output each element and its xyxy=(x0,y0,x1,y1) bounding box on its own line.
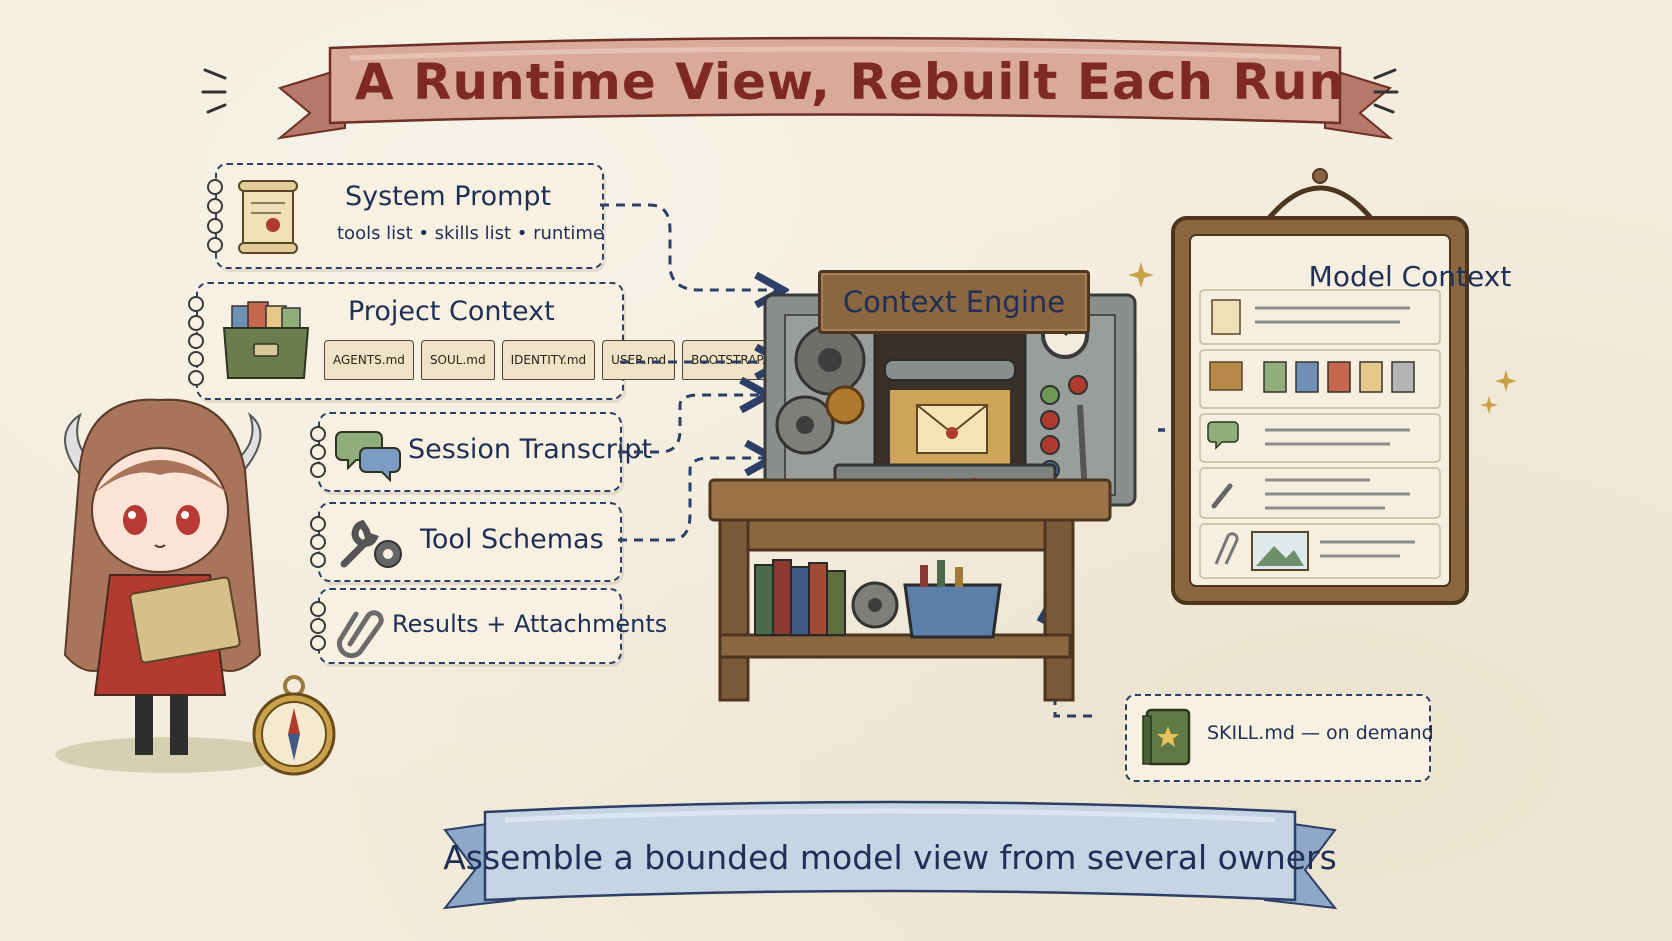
system-prompt-title: System Prompt xyxy=(345,181,552,212)
sparkle-star-icon xyxy=(1128,262,1154,288)
project-context-title: Project Context xyxy=(348,296,555,327)
character-illustration xyxy=(55,398,285,773)
results-attachments-title: Results + Attachments xyxy=(392,610,668,638)
file-tab[interactable]: USER.md xyxy=(602,340,676,380)
skill-card[interactable]: SKILL.md — on demand xyxy=(1125,694,1434,782)
scroll-icon xyxy=(238,180,298,254)
page-title: A Runtime View, Rebuilt Each Run xyxy=(354,53,1346,111)
file-tab[interactable]: SOUL.md xyxy=(420,340,495,380)
spiral-rings xyxy=(310,424,326,480)
chat-bubbles-icon xyxy=(335,431,401,483)
wrench-gear-icon xyxy=(340,519,402,568)
session-transcript-title: Session Transcript xyxy=(408,434,653,465)
spiral-rings xyxy=(207,175,223,257)
tool-schemas-card[interactable]: Tool Schemas xyxy=(310,502,622,582)
title-banner xyxy=(276,36,1394,140)
spiral-rings xyxy=(188,294,204,388)
system-prompt-card[interactable]: System Prompt tools list • skills list •… xyxy=(207,163,604,269)
board-icon xyxy=(1171,168,1469,605)
file-box-icon xyxy=(222,301,310,379)
sparkle-star-icon xyxy=(1495,370,1517,392)
skill-label: SKILL.md — on demand xyxy=(1207,722,1434,744)
model-context-title: Model Context xyxy=(1308,260,1512,293)
spiral-rings xyxy=(310,514,326,570)
context-engine-sign: Context Engine xyxy=(818,270,1090,334)
paperclip-icon xyxy=(336,610,384,659)
footer-banner xyxy=(442,800,1338,910)
results-attachments-card[interactable]: Results + Attachments xyxy=(310,588,667,664)
compass-icon xyxy=(252,675,336,776)
footer-caption: Assemble a bounded model view from sever… xyxy=(443,837,1337,877)
file-tab[interactable]: AGENTS.md xyxy=(324,340,414,380)
file-tab[interactable]: IDENTITY.md xyxy=(501,340,596,380)
sparkle-star-icon xyxy=(1480,396,1498,414)
system-prompt-subtitle: tools list • skills list • runtime xyxy=(337,223,604,244)
tool-schemas-title: Tool Schemas xyxy=(420,524,604,555)
session-transcript-card[interactable]: Session Transcript xyxy=(310,412,652,492)
spiral-rings xyxy=(310,600,326,652)
context-engine-machine xyxy=(708,293,1137,702)
green-book-icon xyxy=(1142,708,1191,766)
sparkle-left-icon xyxy=(201,68,227,114)
sparkle-right-icon xyxy=(1373,68,1399,114)
